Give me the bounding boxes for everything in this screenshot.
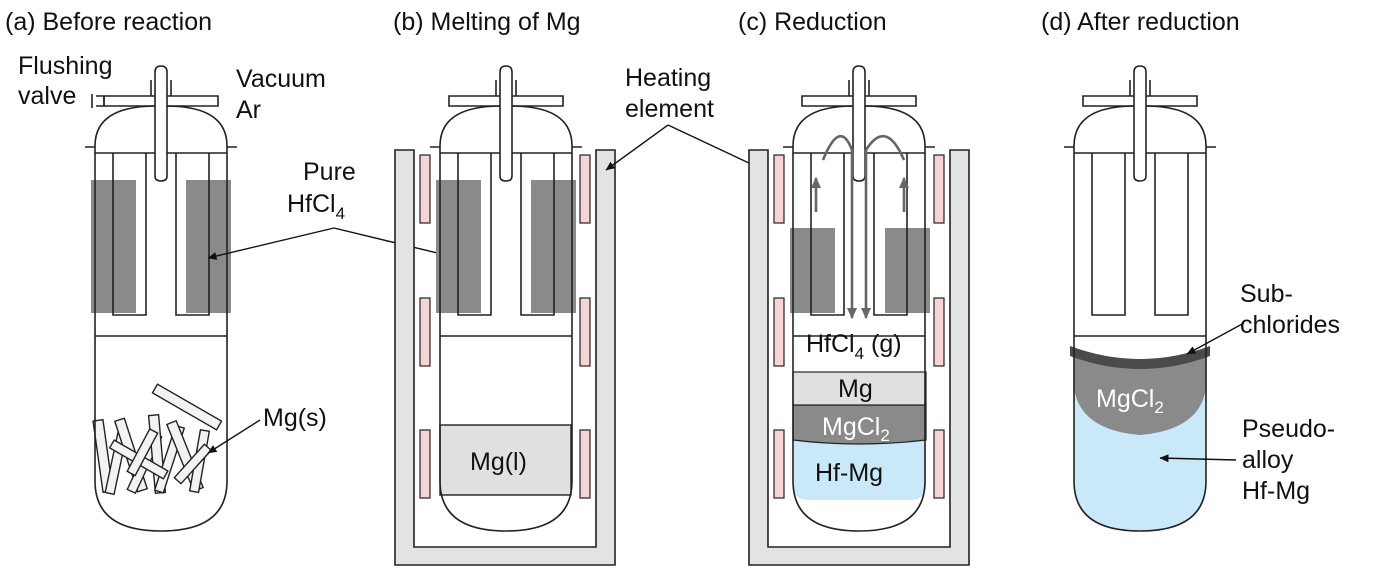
hfcl4-label: HfCl4 (287, 190, 345, 223)
subchlorides-label-1: Sub- (1240, 280, 1293, 308)
panel-c-title: (c) Reduction (738, 8, 887, 36)
pure-label: Pure (303, 158, 356, 186)
panel-b: (b) Melting of Mg Mg(l) (393, 8, 616, 566)
mg-layer-label: Mg (838, 375, 873, 403)
flushing-valve-icon (96, 95, 105, 107)
vapour-flow-arrow-left (821, 135, 857, 319)
ar-label: Ar (236, 96, 261, 124)
mg-liquid-label: Mg(l) (470, 448, 527, 476)
vapour-flow-arrow-right (861, 134, 906, 319)
flushing-label-2: valve (18, 82, 76, 110)
subchlorides-arrow (1186, 322, 1245, 355)
furnace-b (394, 149, 616, 566)
mg-layer (792, 371, 927, 406)
hf-mg-layer (793, 440, 926, 500)
hfcl4-solid-c-left (790, 228, 835, 313)
mgcl2-region (1074, 355, 1206, 435)
pseudo-label-3: Hf-Mg (1242, 477, 1310, 505)
subchlorides-layer (1070, 346, 1210, 369)
mgcl2-layer-label: MgCl2 (822, 413, 890, 445)
pseudo-alloy-arrow (1159, 454, 1237, 463)
mg-solid-label: Mg(s) (263, 404, 327, 432)
pseudo-label-2: alloy (1242, 446, 1294, 474)
mg-solid-arrow (207, 419, 261, 454)
heating-label-1: Heating (625, 64, 711, 92)
heating-label-2: element (625, 95, 714, 123)
hf-mg-layer-label: Hf-Mg (815, 459, 883, 487)
mgcl2-region-label: MgCl2 (1096, 385, 1164, 417)
panel-a-title: (a) Before reaction (5, 8, 212, 36)
panel-d: (d) After reduction MgCl2 Sub- chlorides… (1041, 8, 1340, 532)
heating-element-callout: Heating element (605, 64, 769, 173)
flushing-label-1: Flushing (18, 52, 113, 80)
pseudo-label-1: Pseudo- (1242, 415, 1335, 443)
pure-arrow-a (207, 227, 335, 260)
panel-a: (a) Before reaction Flushing valve Vacuu… (5, 8, 327, 532)
hfcl4-gas-label: HfCl4 (g) (806, 330, 902, 363)
panel-b-title: (b) Melting of Mg (393, 8, 581, 36)
mg-chips (92, 383, 223, 496)
mgcl2-layer (792, 404, 927, 445)
heating-arrow-b (605, 124, 669, 171)
vacuum-label: Vacuum (236, 65, 326, 93)
panel-d-title: (d) After reduction (1041, 8, 1240, 36)
panel-c: (c) Reduction HfCl4 (g) Mg MgCl2 Hf-Mg (738, 8, 970, 566)
subchlorides-label-2: chlorides (1240, 311, 1340, 339)
mg-liquid (439, 424, 572, 496)
